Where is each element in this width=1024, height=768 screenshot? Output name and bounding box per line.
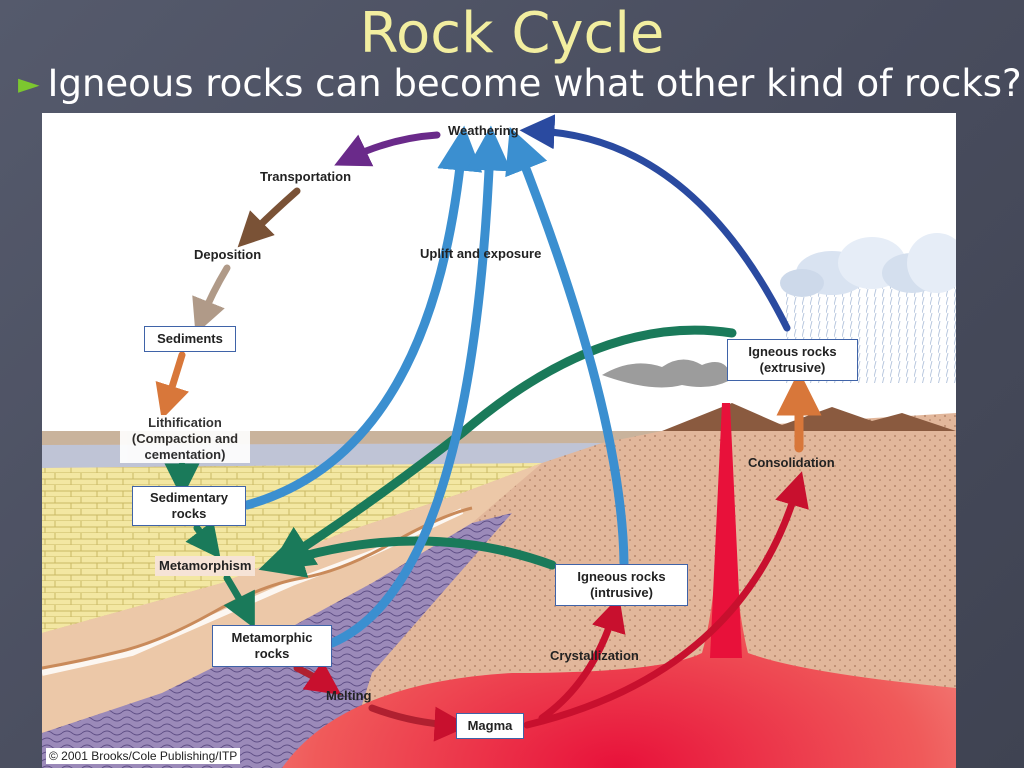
- metamorphism-to-metamorphic-arrow: [223, 574, 255, 629]
- transportation-to-deposition-arrow: [237, 187, 301, 248]
- lithification-line-1: Lithification: [148, 415, 222, 430]
- metamorphic-rocks-box: Metamorphic rocks: [212, 625, 332, 667]
- lithification-label: Lithification (Compaction and cementatio…: [120, 415, 250, 463]
- extrusive-to-weathering-arrow: [519, 114, 791, 332]
- rain-clouds: [780, 233, 956, 383]
- deposition-label: Deposition: [194, 247, 262, 262]
- magma-to-intrusive-arrow: [538, 596, 626, 722]
- extrusive-to-metamorphism-arrow: [268, 325, 737, 571]
- igneous-intrusive-box: Igneous rocks (intrusive): [555, 564, 688, 606]
- transportation-label: Transportation: [260, 169, 352, 184]
- slide-title: Rock Cycle: [359, 1, 665, 66]
- igneous-extrusive-box: Igneous rocks (extrusive): [727, 339, 858, 381]
- sediments-to-lithification-arrow: [155, 351, 189, 420]
- metamorphic-line-1: Metamorphic: [231, 630, 313, 645]
- weathering-label: Weathering: [448, 123, 519, 138]
- magma-to-extrusive-arrow: [523, 471, 809, 729]
- sedimentary-rocks-box: Sedimentary rocks: [132, 486, 246, 526]
- copyright-notice: © 2001 Brooks/Cole Publishing/ITP: [46, 748, 241, 764]
- metamorphism-box: Metamorphism: [155, 556, 256, 576]
- metamorphic-line-2: rocks: [254, 646, 290, 661]
- magma-chamber: [282, 403, 956, 768]
- uplift-label: Uplift and exposure: [420, 246, 542, 261]
- magma-box: Magma: [456, 713, 524, 739]
- igneous-extrusive-line-1: Igneous rocks: [748, 344, 837, 359]
- uplift-metamorphic-arrow: [327, 125, 512, 648]
- melting-label: Melting: [326, 688, 372, 703]
- crystallization-label: Crystallization: [550, 648, 639, 663]
- igneous-intrusive-line-2: (intrusive): [590, 585, 653, 600]
- sedimentary-to-metamorphism-arrow: [185, 520, 221, 559]
- bullet-arrow-icon: ►: [18, 67, 40, 100]
- bullet-question: ►Igneous rocks can become what other kin…: [18, 62, 1022, 106]
- lithification-line-3: cementation): [144, 447, 226, 462]
- weathering-to-transportation-arrow: [334, 131, 441, 167]
- deposition-to-sediments-arrow: [192, 264, 231, 335]
- metamorphic-to-melting-arrow: [293, 660, 342, 696]
- sedimentary-line-2: rocks: [171, 506, 207, 521]
- melting-to-magma-arrow: [368, 704, 470, 742]
- lithification-line-2: (Compaction and: [131, 431, 239, 446]
- sedimentary-line-1: Sedimentary: [149, 490, 229, 505]
- uplift-sedimentary-arrow: [242, 125, 483, 510]
- bullet-text: Igneous rocks can become what other kind…: [47, 62, 1022, 105]
- uplift-intrusive-arrow: [505, 127, 629, 568]
- consolidation-label: Consolidation: [748, 455, 835, 470]
- igneous-extrusive-line-2: (extrusive): [759, 360, 826, 375]
- igneous-intrusive-line-1: Igneous rocks: [577, 569, 666, 584]
- rock-cycle-diagram: Weathering Transportation Deposition Upl…: [42, 113, 956, 768]
- sediments-box: Sediments: [144, 326, 236, 352]
